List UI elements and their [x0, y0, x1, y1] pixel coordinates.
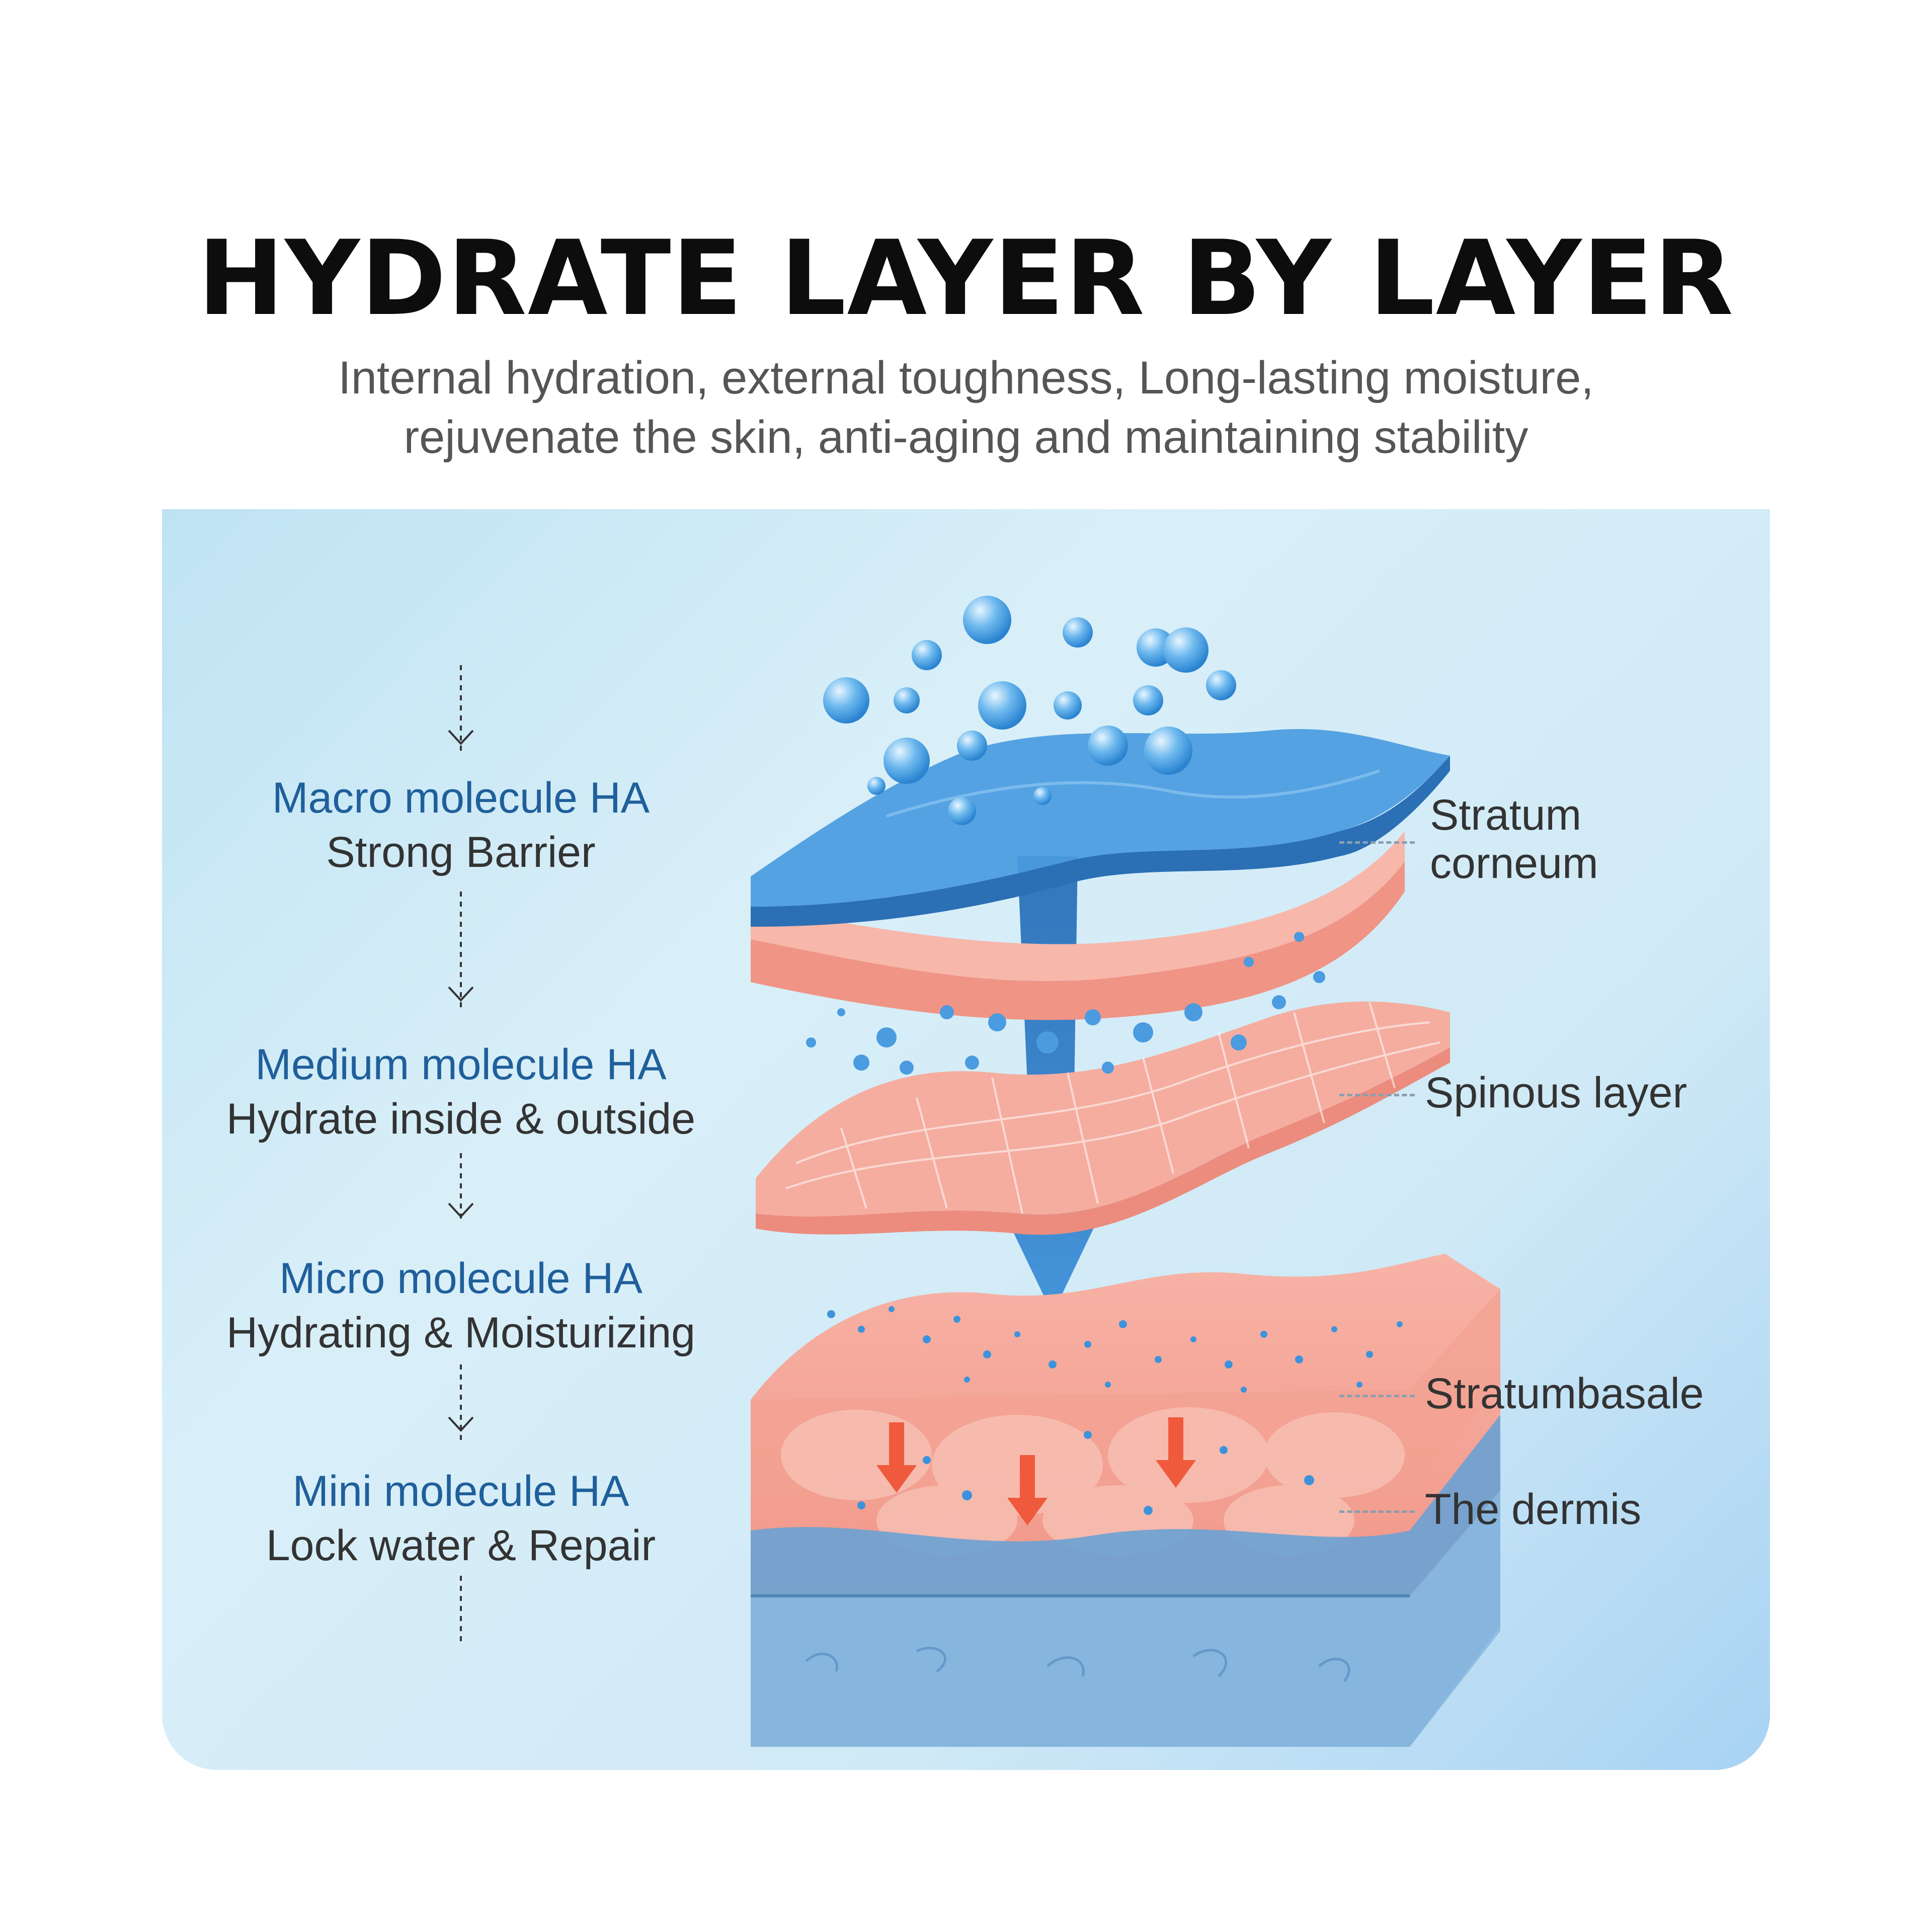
label-stratum-corneum: Stratum corneum [1430, 791, 1598, 888]
spinous-layer [756, 1001, 1450, 1235]
infographic-card: HYDRATE LAYER BY LAYER Internal hydratio… [162, 162, 1770, 1770]
leader-dermis [1339, 1510, 1415, 1513]
ha-macro-desc: Strong Barrier [326, 828, 596, 876]
label-stratum-corneum-line2: corneum [1430, 839, 1598, 888]
ha-mini-desc: Lock water & Repair [266, 1521, 656, 1570]
label-spinous: Spinous layer [1425, 1069, 1687, 1117]
large-ha-bubbles [823, 596, 1236, 825]
label-dermis: The dermis [1425, 1485, 1642, 1534]
leader-stratum-corneum [1339, 841, 1415, 844]
ha-micro: Micro molecule HA Hydrating & Moisturizi… [184, 1251, 738, 1360]
label-stratum-corneum-line1: Stratum [1430, 791, 1582, 839]
ha-micro-desc: Hydrating & Moisturizing [226, 1309, 696, 1357]
ha-medium-desc: Hydrate inside & outside [226, 1095, 696, 1143]
page-subtitle: Internal hydration, external toughness, … [162, 348, 1770, 467]
medium-ha-bubbles [806, 932, 1325, 1075]
subtitle-line-2: rejuvenate the skin, anti-aging and main… [404, 412, 1528, 463]
skin-layers-illustration [448, 596, 1500, 1747]
red-down-arrows [876, 1417, 1196, 1525]
leader-spinous [1339, 1094, 1415, 1096]
skin-layer-diagram: Macro molecule HA Strong Barrier Medium … [162, 509, 1770, 1770]
stratum-corneum-layer [751, 729, 1450, 1020]
basale-dermis-block [751, 1254, 1500, 1747]
guide-chevrons [448, 730, 474, 1432]
subtitle-line-1: Internal hydration, external toughness, … [338, 352, 1594, 404]
page-title: HYDRATE LAYER BY LAYER [197, 219, 1735, 339]
ha-macro: Macro molecule HA Strong Barrier [184, 771, 738, 879]
micro-ha-dots [827, 1306, 1403, 1515]
leader-basale [1339, 1395, 1415, 1397]
ha-mini: Mini molecule HA Lock water & Repair [184, 1464, 738, 1573]
ha-micro-name: Micro molecule HA [279, 1254, 642, 1303]
label-basale: Stratumbasale [1425, 1370, 1704, 1418]
ha-medium-name: Medium molecule HA [255, 1040, 667, 1089]
ha-mini-name: Mini molecule HA [292, 1467, 629, 1515]
ha-macro-name: Macro molecule HA [272, 774, 650, 822]
ha-medium: Medium molecule HA Hydrate inside & outs… [184, 1037, 738, 1146]
